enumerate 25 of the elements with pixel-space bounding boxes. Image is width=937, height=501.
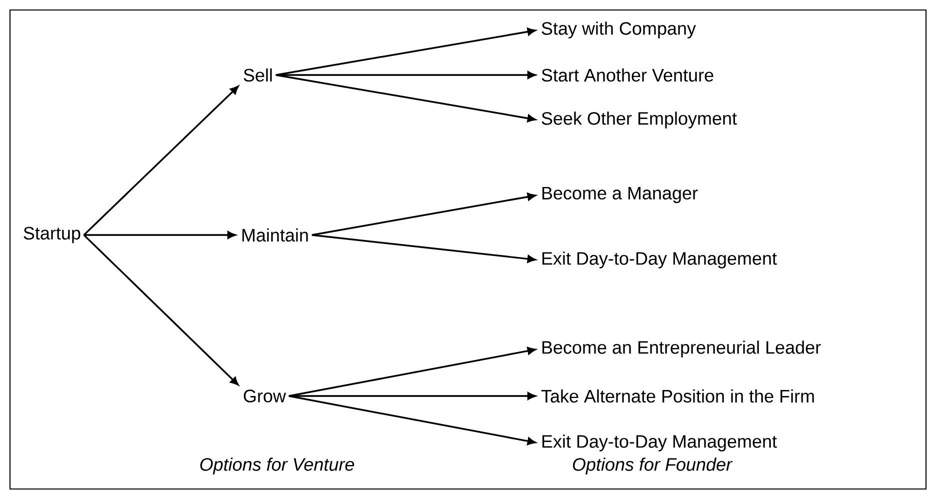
arrow	[276, 28, 536, 76]
option-label: Maintain	[242, 228, 308, 242]
arrow	[288, 395, 536, 446]
outcome-label: Stay with Company	[542, 22, 696, 38]
outcome-label: Become an Entrepreneurial Leader	[542, 340, 821, 358]
outcome-label: Start Another Venture	[542, 68, 714, 82]
arrow	[83, 234, 239, 386]
outcome-label: Seek Other Employment	[542, 112, 737, 128]
outcome-label: Exit Day-to-Day Management	[542, 434, 777, 452]
outcome-label: Exit Day-to-Day Management	[542, 252, 777, 268]
option-label: Sell	[244, 68, 272, 82]
arrow	[312, 234, 536, 263]
arrow	[276, 71, 536, 79]
stage-label: Startup	[24, 226, 80, 244]
arrow	[84, 231, 236, 239]
option-label: Grow	[244, 390, 286, 402]
outcome-label: Take Alternate Position in the Firm	[541, 389, 814, 403]
outcome-label: Become a Manager	[542, 186, 698, 204]
arrow	[83, 86, 239, 236]
arrow	[288, 392, 536, 400]
arrow	[312, 192, 536, 236]
column-caption: Options for Venture	[200, 458, 354, 474]
arrow	[288, 346, 536, 397]
arrow	[276, 74, 536, 122]
column-caption: Options for Founder	[572, 458, 733, 474]
